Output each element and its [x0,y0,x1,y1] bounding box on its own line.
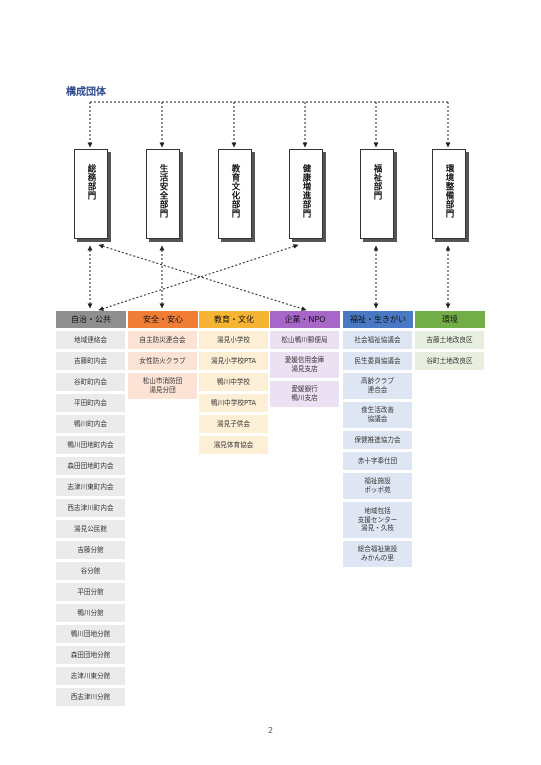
list-item: 社会福祉協議会 [343,331,412,349]
dept-education-culture: 教育文化部門 [218,149,252,239]
list-item: 森田団地町内会 [56,457,125,475]
group-header: 福祉・生きがい [343,311,413,328]
list-item: 鴨川分館 [56,604,125,622]
list-item: 民生委員協議会 [343,352,412,370]
list-item: 鴨川団地町内会 [56,436,125,454]
list-item: 湯見小学校 [199,331,268,349]
list-item: 平田分館 [56,583,125,601]
list-item: 愛媛銀行 鴨川支店 [270,381,339,407]
dept-safety: 生活安全部門 [146,149,180,239]
list-item: 志津川東分館 [56,667,125,685]
list-item: 保健推進協力会 [343,431,412,449]
section-title: 構成団体 [66,87,106,98]
list-item: 地域連絡会 [56,331,125,349]
dept-health: 健康増進部門 [289,149,323,239]
list-item: 福祉施設 ポッポ苑 [343,473,412,499]
list-item: 西志津川分館 [56,688,125,706]
list-item: 谷町町内会 [56,373,125,391]
dept-environment: 環境整備部門 [432,149,466,239]
group-header: 環境 [415,311,485,328]
list-item: 平田町内会 [56,394,125,412]
group-header: 教育・文化 [199,311,269,328]
list-item: 吉藤分館 [56,541,125,559]
list-item: 総合福祉施設 みかんの里 [343,541,412,567]
group-header: 企業・NPO [270,311,340,328]
list-item: 志津川東町内会 [56,478,125,496]
list-item: 自主防災連合会 [128,331,197,349]
list-item: 食生活改善 協議会 [343,402,412,428]
list-item: 赤十字奉仕団 [343,452,412,470]
list-item: 女性防火クラブ [128,352,197,370]
list-item: 吉藤土地改良区 [415,331,484,349]
list-item: 谷分館 [56,562,125,580]
list-item: 湯見公民館 [56,520,125,538]
list-item: 湯見小学校PTA [199,352,268,370]
connector-lines [87,101,451,312]
group-header: 安全・安心 [128,311,198,328]
list-item: 鴨川中学校PTA [199,394,268,412]
dept-general-affairs: 総務部門 [74,149,108,239]
list-item: 高齢クラブ 連合会 [343,373,412,399]
list-item: 森田団地分館 [56,646,125,664]
page-number: 2 [267,726,274,735]
list-item: 吉藤町内会 [56,352,125,370]
group-header: 自治・公共 [56,311,126,328]
list-item: 谷町土地改良区 [415,352,484,370]
list-item: 愛媛信用金庫 湯見支店 [270,352,339,378]
list-item: 西志津川町内会 [56,499,125,517]
list-item: 地域包括 支援センター 湯見・久枝 [343,502,412,538]
list-item: 鴨川中学校 [199,373,268,391]
list-item: 鴨川町内会 [56,415,125,433]
dept-welfare: 福祉部門 [360,149,394,239]
list-item: 松山鴨川郵便局 [270,331,339,349]
list-item: 松山市消防団 湯見分団 [128,373,197,399]
list-item: 湯見子供会 [199,415,268,433]
list-item: 鴨川団地分館 [56,625,125,643]
list-item: 湯見体育協会 [199,436,268,454]
